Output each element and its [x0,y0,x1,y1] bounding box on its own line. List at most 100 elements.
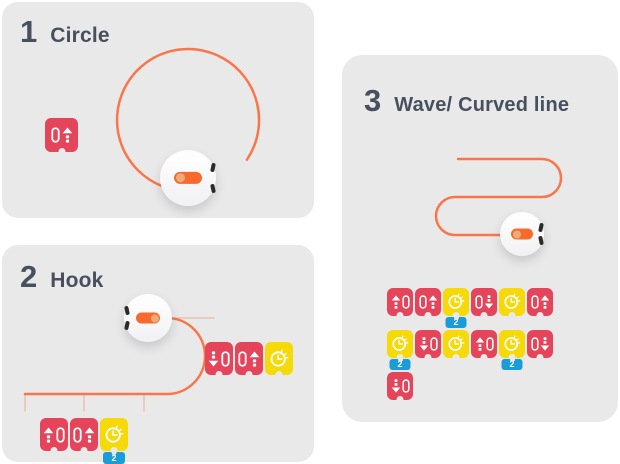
pill-icon [401,379,410,393]
panel-number: 1 [20,14,38,49]
card-slot: 2 [443,288,469,328]
pill-icon [530,337,539,351]
code-card-pill-arrow-up [235,342,263,378]
card-slot [45,118,78,155]
arrow-up-icon [475,337,484,351]
code-card-arrow-up-pill [471,330,497,361]
card-notch [536,354,544,361]
repeat-count-badge: 2 [103,450,125,464]
card-notch [508,312,516,319]
card-slot [415,288,441,319]
card-notch [480,312,488,319]
arrow-down-icon [391,379,400,393]
clock-icon [504,335,521,351]
card-slot [527,330,553,361]
code-card-pill-arrow-up [70,418,98,454]
card-group-wave-row3 [387,372,413,403]
card-notch [58,148,65,155]
panel-hook: 2 Hook 2 [2,245,314,464]
panel-number: 3 [364,83,382,118]
code-card-pill-arrow-down [527,330,553,361]
arrow-down-icon [484,295,493,309]
circle-path [115,47,261,188]
code-card-arrow-down-pill [415,330,441,361]
panel-label: Hook [50,269,104,292]
code-card-arrow-down-pill [387,372,413,403]
pill-icon [530,295,539,309]
code-card-clock [387,330,413,361]
card-group-wave-row1: 2 [387,288,553,328]
clock-icon [392,335,409,351]
robot-marking-icon [124,321,130,331]
card-notch [396,312,404,319]
card-slot [387,288,413,319]
badge-notch [453,315,459,320]
code-card-clock [443,288,469,319]
card-slot [443,330,469,361]
card-group-hook-lower: 2 [40,418,128,464]
card-slot [471,288,497,319]
pill-icon [418,295,427,309]
code-card-pill-arrow-up [415,288,441,319]
arrow-up-icon [540,295,549,309]
badge-notch [111,450,117,455]
card-slot [527,288,553,319]
card-slot [265,342,293,378]
code-card-pill-arrow-up [527,288,553,319]
card-slot [499,288,525,319]
robot-pill-tip [512,230,521,238]
pill-icon [50,127,60,143]
repeat-count-badge: 2 [501,357,523,370]
pill-icon [73,426,82,443]
robot-marking-icon [538,236,544,246]
code-card-pill-arrow-down [471,288,497,319]
clock-icon [448,293,465,309]
panel-title: 2 Hook [20,259,104,295]
code-card-clock [265,342,293,378]
clock-icon [105,425,124,443]
card-slot: 2 [100,418,128,464]
card-slot [235,342,263,378]
robot-power-button [174,171,202,185]
arrow-down-icon [208,350,219,367]
card-slot [205,342,233,378]
panel-label: Wave/ Curved line [394,94,570,116]
robot-marking-icon [124,305,130,315]
badge-notch [509,357,515,362]
card-slot [70,418,98,454]
code-card-arrow-down-pill [205,342,233,378]
card-notch [80,447,88,454]
pill-icon [238,350,247,367]
robot-power-button [511,228,533,240]
card-slot: 2 [499,330,525,370]
card-notch [480,354,488,361]
card-notch [452,354,460,361]
card-group-circle [45,118,78,155]
repeat-count-badge: 2 [389,357,411,370]
card-notch [275,371,283,378]
pill-icon [221,350,230,367]
panel-title: 3 Wave/ Curved line [364,83,569,119]
clock-icon [504,293,521,309]
code-card-clock [100,418,128,454]
robot [124,294,172,342]
arrow-up-icon [43,426,54,443]
clock-icon [448,335,465,351]
panel-circle: 1 Circle [2,2,314,218]
robot [160,150,216,206]
card-group-hook-upper [205,342,293,378]
card-slot: 2 [387,330,413,370]
arrow-up-icon [428,295,437,309]
card-notch [245,371,253,378]
card-notch [396,396,404,403]
card-slot [415,330,441,361]
pill-icon [56,426,65,443]
pill-icon [474,295,483,309]
arrow-up-icon [249,350,260,367]
panel-title: 1 Circle [20,14,110,50]
robot [500,212,544,256]
code-card-arrow-up-pill [40,418,68,454]
